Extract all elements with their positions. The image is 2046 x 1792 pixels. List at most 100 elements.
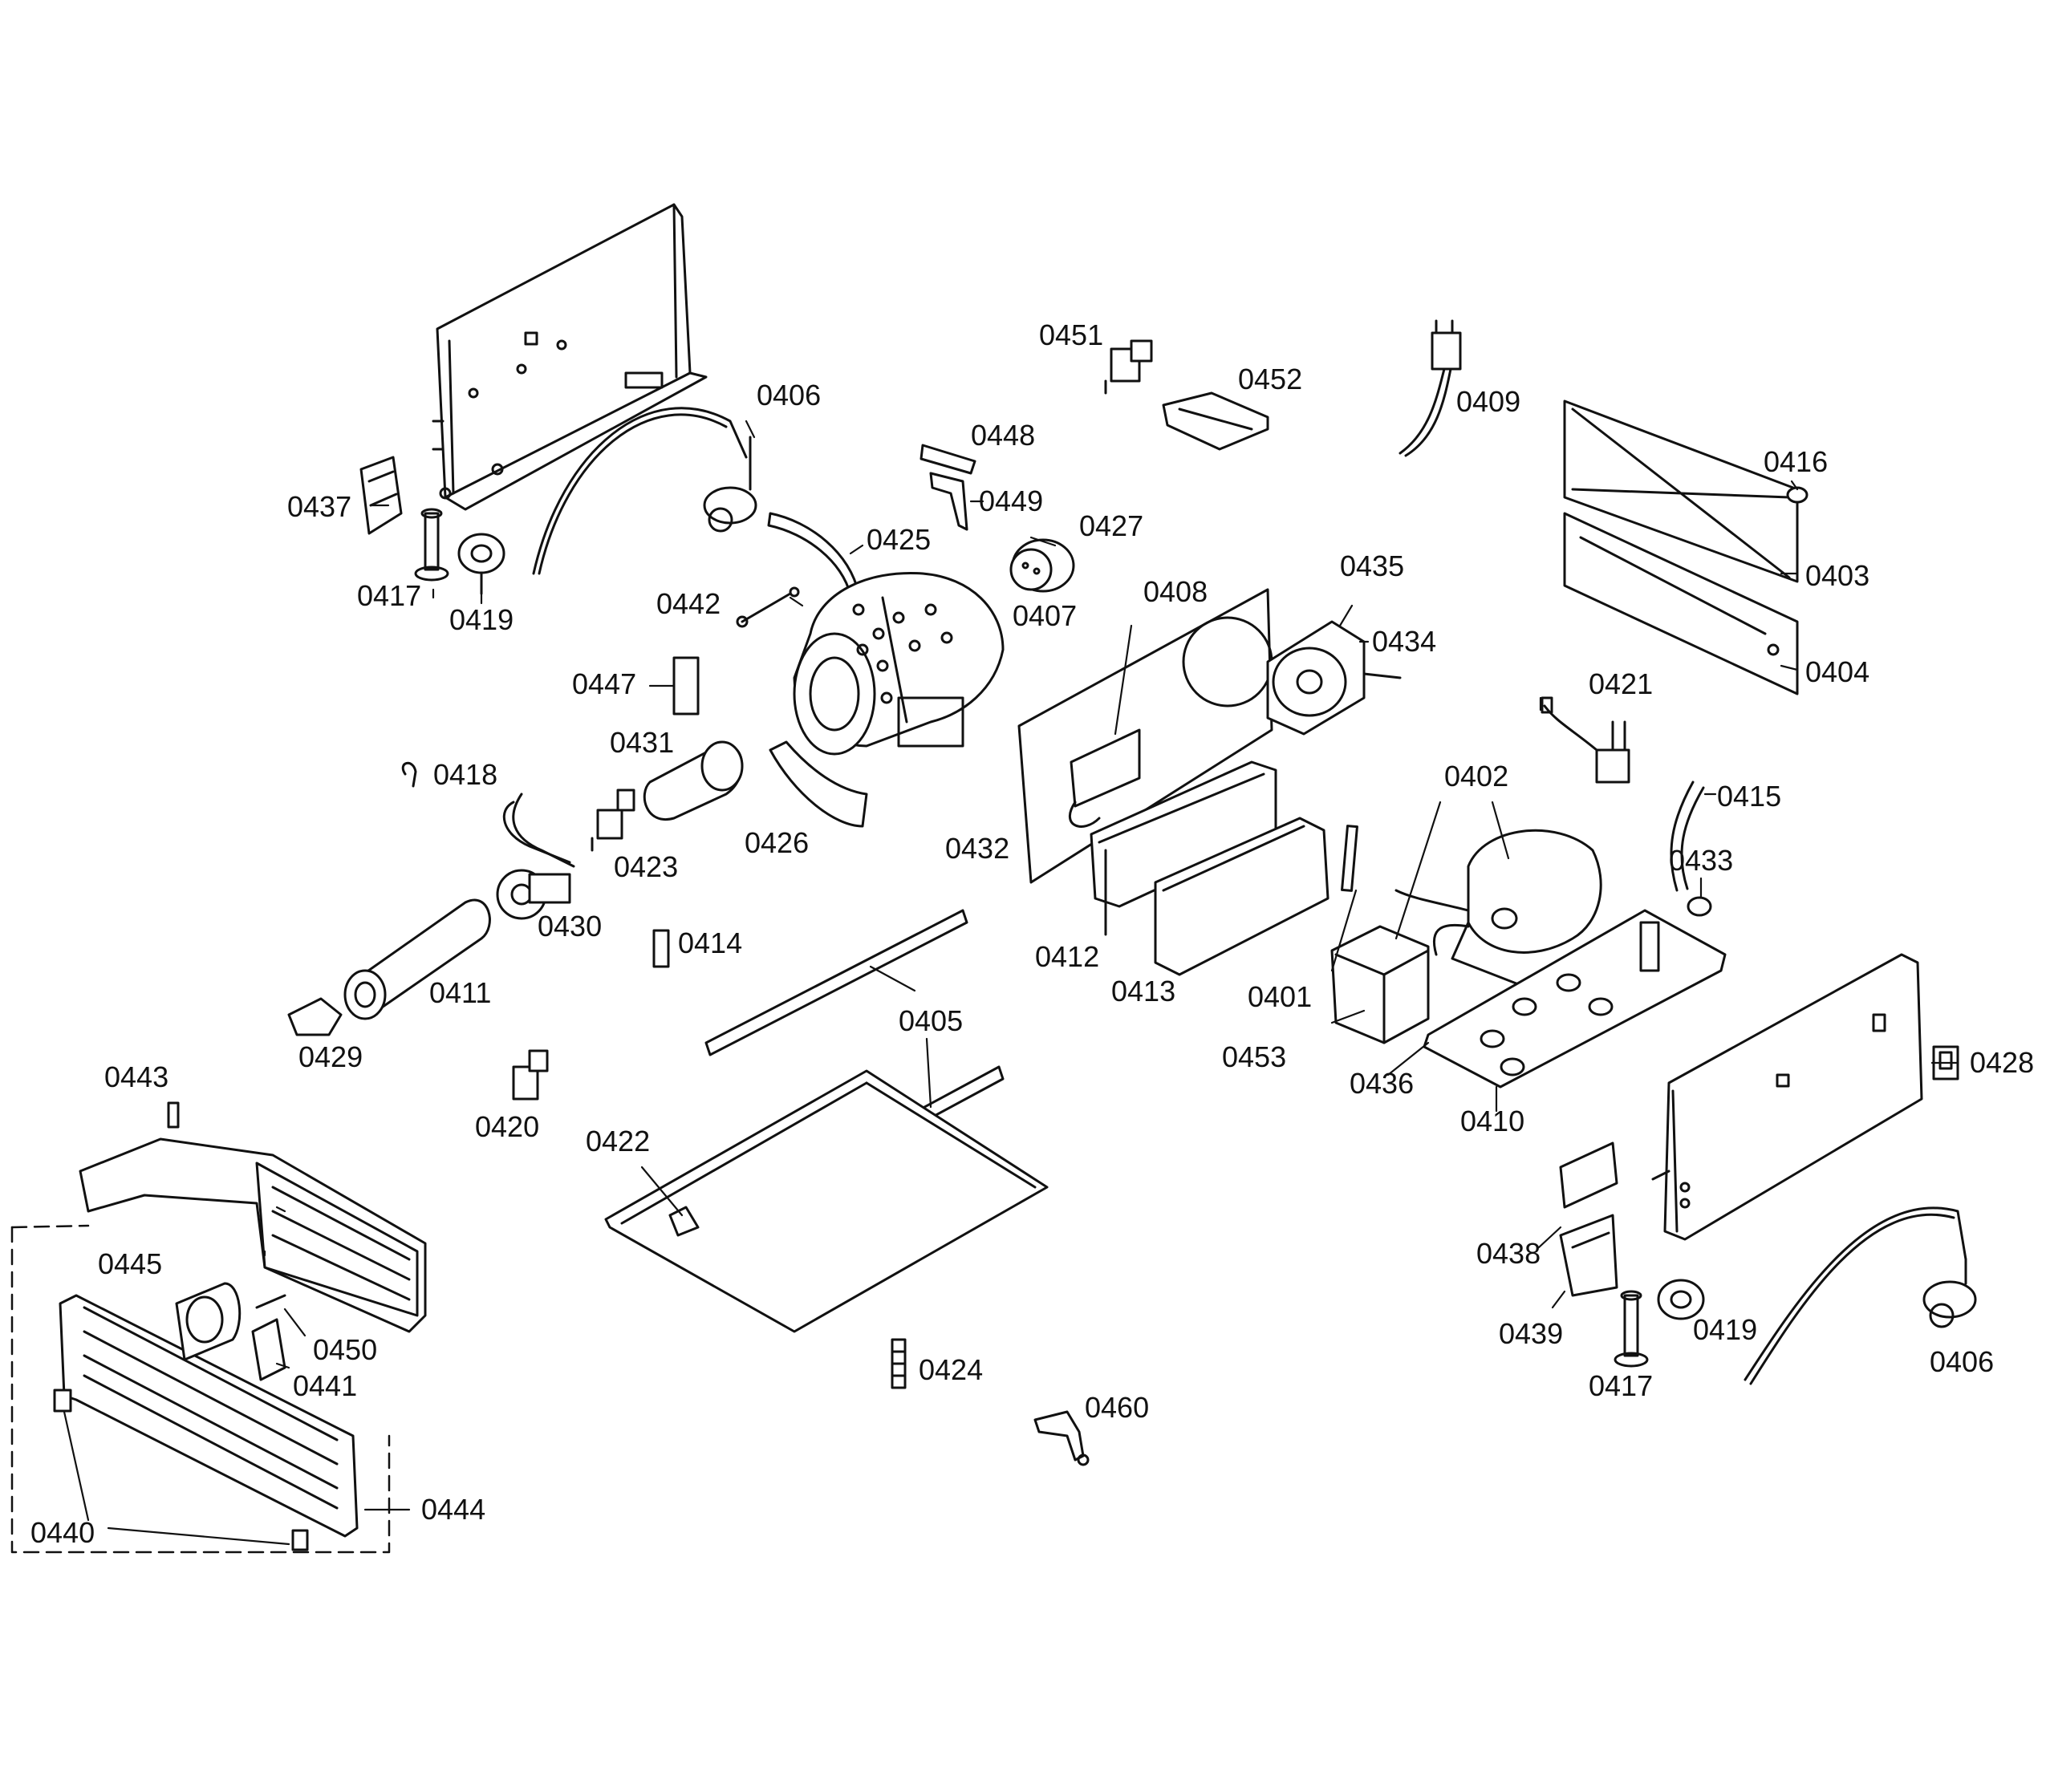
- label-0406-top: 0406: [757, 379, 822, 412]
- label-0423: 0423: [614, 850, 679, 883]
- part-0442-sensor: [736, 586, 800, 628]
- part-0450-pin: [255, 1294, 286, 1309]
- left-side-panel: [432, 203, 708, 511]
- label-0424: 0424: [919, 1353, 984, 1386]
- part-0417-leveling-screw-right: [1614, 1290, 1649, 1368]
- part-0409-power-cord: [1399, 319, 1462, 457]
- label-0433: 0433: [1669, 844, 1734, 877]
- label-0429: 0429: [298, 1040, 363, 1073]
- label-0440: 0440: [30, 1516, 95, 1549]
- label-0434: 0434: [1372, 625, 1437, 658]
- label-0406-bottom: 0406: [1930, 1345, 1995, 1378]
- label-0452: 0452: [1238, 363, 1303, 395]
- label-0414: 0414: [678, 926, 743, 959]
- part-0419-roller-right: [1657, 1279, 1705, 1320]
- label-0408: 0408: [1143, 575, 1208, 608]
- label-0439: 0439: [1499, 1317, 1564, 1350]
- label-0416: 0416: [1764, 445, 1829, 478]
- label-0403: 0403: [1805, 559, 1870, 592]
- part-0439-bracket: [1559, 1214, 1618, 1297]
- part-0406-roller-cable-right: [1744, 1206, 1977, 1385]
- label-0447: 0447: [572, 667, 637, 700]
- part-0452-bracket: [1162, 391, 1269, 451]
- part-0440-pad-left: [53, 1389, 72, 1413]
- part-0419-roller-left: [457, 533, 505, 595]
- part-0441-block: [251, 1318, 286, 1381]
- label-0453: 0453: [1222, 1040, 1287, 1073]
- label-0419-right: 0419: [1693, 1313, 1758, 1346]
- part-0429-end-cap: [287, 997, 343, 1036]
- part-0407-capacitor: [1009, 538, 1075, 593]
- part-0405-rail-upper: [704, 909, 968, 1056]
- label-0437: 0437: [287, 490, 352, 523]
- part-0453-relay-box: [1330, 925, 1430, 1044]
- label-0410: 0410: [1460, 1105, 1525, 1137]
- label-0448: 0448: [971, 419, 1036, 452]
- label-0449: 0449: [979, 484, 1044, 517]
- part-0404-panel: [1563, 512, 1799, 695]
- label-0430: 0430: [538, 910, 603, 943]
- part-0418-clip: [401, 762, 417, 788]
- label-0405: 0405: [899, 1004, 964, 1037]
- label-0435: 0435: [1340, 549, 1405, 582]
- kickplate-subassembly-outline: [10, 1224, 391, 1554]
- label-0426: 0426: [745, 826, 810, 859]
- part-0432-control-board-panel: [1017, 588, 1273, 884]
- label-0428: 0428: [1970, 1046, 2035, 1079]
- part-0443-front-housing: [79, 1101, 427, 1333]
- label-0451: 0451: [1039, 318, 1104, 351]
- part-0426-shroud-lower: [769, 740, 868, 828]
- part-0413-board-cover: [1154, 817, 1329, 976]
- label-0444: 0444: [421, 1493, 486, 1526]
- part-0444-kickplate: [59, 1294, 359, 1538]
- label-0431: 0431: [610, 726, 675, 759]
- label-0413: 0413: [1111, 975, 1176, 1007]
- label-0409: 0409: [1456, 385, 1521, 418]
- part-0440-pad-right: [291, 1529, 309, 1551]
- label-0418: 0418: [433, 758, 498, 791]
- label-0402: 0402: [1444, 760, 1509, 793]
- label-0419-left: 0419: [449, 603, 514, 636]
- part-0425-shroud-ring: [767, 512, 860, 597]
- part-0433-grommet: [1687, 896, 1712, 917]
- label-0417-right: 0417: [1589, 1369, 1654, 1402]
- label-0427: 0427: [1079, 509, 1144, 542]
- part-0422-drip-tray: [604, 1069, 1049, 1333]
- right-side-panel: [1651, 953, 1923, 1241]
- part-0451-valve: [1104, 339, 1153, 395]
- part-0423-valve: [591, 789, 635, 852]
- label-0460: 0460: [1085, 1391, 1150, 1424]
- label-0412: 0412: [1035, 940, 1100, 973]
- label-0421: 0421: [1589, 667, 1654, 700]
- part-0401-filter-drier: [1341, 825, 1358, 892]
- part-0447-standoff: [672, 656, 700, 716]
- part-0449-bracket: [929, 472, 968, 531]
- label-0436: 0436: [1350, 1067, 1415, 1100]
- part-0414-spring: [652, 929, 670, 968]
- part-0411-motor-tube: [343, 898, 491, 1020]
- part-0430-motor: [496, 793, 575, 920]
- part-0438-bracket: [1559, 1141, 1618, 1209]
- label-0432: 0432: [945, 832, 1010, 865]
- label-0438: 0438: [1476, 1237, 1541, 1270]
- part-0403-panel: [1563, 399, 1799, 583]
- part-0431-cylinder: [643, 740, 744, 821]
- label-0415: 0415: [1717, 780, 1782, 813]
- label-0441: 0441: [293, 1369, 358, 1402]
- label-0422: 0422: [586, 1125, 651, 1158]
- label-0450: 0450: [313, 1333, 378, 1366]
- part-0406-roller-cable-left: [532, 407, 757, 575]
- label-0411: 0411: [429, 976, 492, 1009]
- blower-fan-housing: [793, 571, 1005, 756]
- part-0445-fan-plate: [175, 1282, 242, 1361]
- label-0445: 0445: [98, 1247, 163, 1280]
- part-0415-tube: [1670, 780, 1705, 892]
- label-0401: 0401: [1248, 980, 1313, 1013]
- label-0442: 0442: [656, 587, 721, 620]
- label-0417-left: 0417: [357, 579, 422, 612]
- label-0425: 0425: [867, 523, 932, 556]
- label-0404: 0404: [1805, 655, 1870, 688]
- label-0407: 0407: [1013, 599, 1078, 632]
